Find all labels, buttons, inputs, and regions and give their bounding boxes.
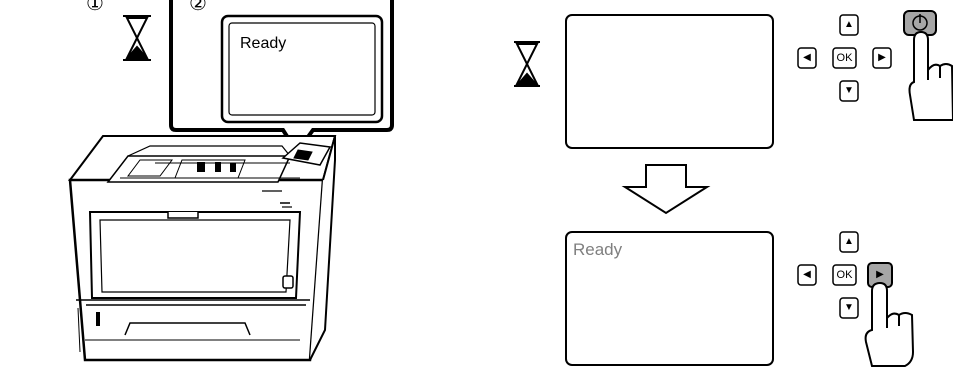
ok-label: OK — [833, 270, 856, 281]
down-arrow-icon — [625, 165, 707, 213]
left-arrow-glyph: ◀ — [798, 53, 816, 63]
up-arrow-glyph: ▲ — [840, 20, 858, 30]
top-lcd-panel — [566, 15, 773, 148]
hand-pointer-icon — [866, 283, 913, 366]
down-arrow-glyph: ▼ — [840, 86, 858, 96]
hourglass-icon — [514, 42, 540, 86]
down-arrow-glyph: ▼ — [840, 303, 858, 313]
hand-pointer-icon — [910, 32, 953, 120]
right-arrow-glyph: ▶ — [868, 270, 892, 280]
left-arrow-glyph: ◀ — [798, 270, 816, 280]
ok-label: OK — [833, 53, 856, 64]
up-arrow-glyph: ▲ — [840, 237, 858, 247]
bottom-display-text: Ready — [573, 240, 622, 260]
right-arrow-glyph: ▶ — [873, 53, 891, 63]
